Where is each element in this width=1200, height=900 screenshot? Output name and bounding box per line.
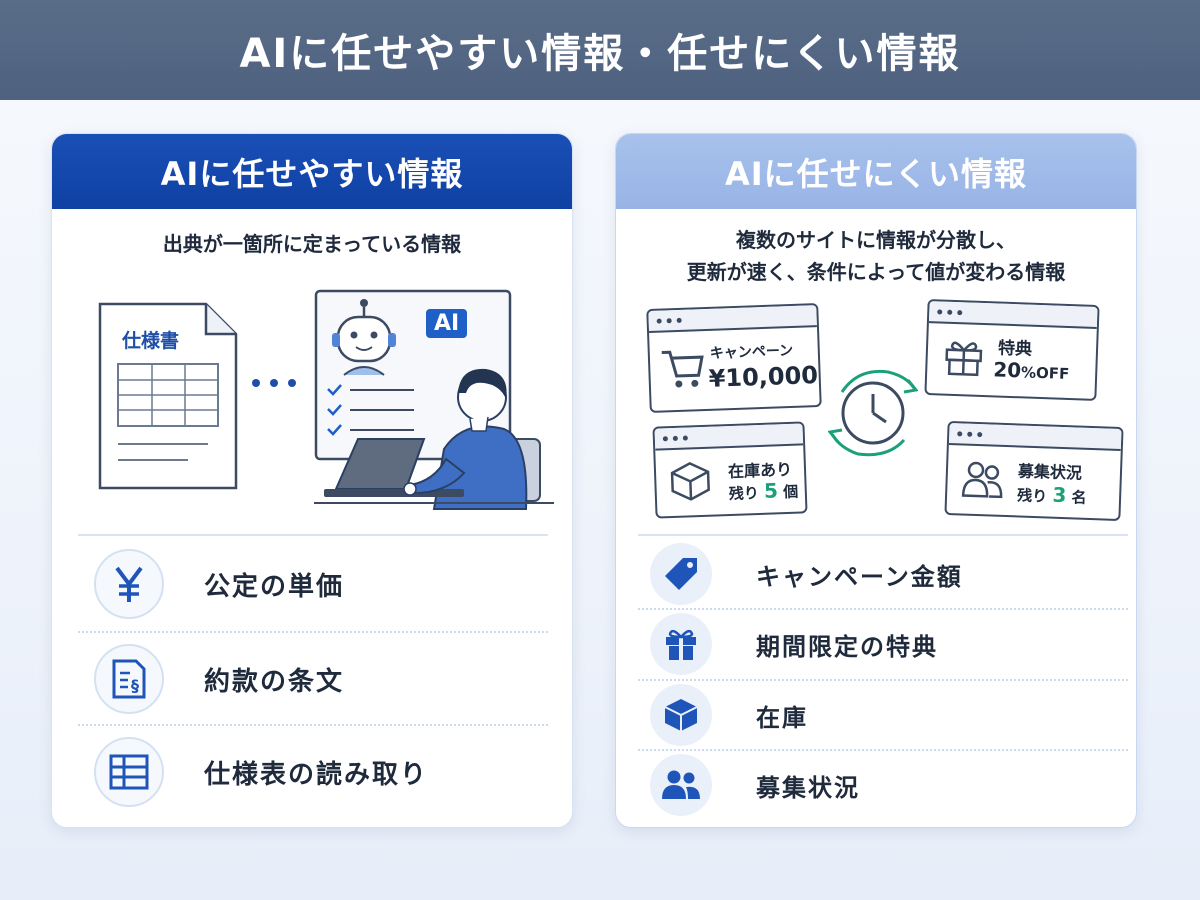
benefit-label: 特典	[997, 338, 1033, 360]
cart-icon	[661, 350, 704, 388]
campaign-label: キャンペーン	[709, 342, 794, 362]
gift-outline-icon	[945, 341, 983, 377]
recruit-unit: 名	[1071, 488, 1087, 507]
box-icon	[650, 684, 712, 746]
document-clause-icon: §	[94, 644, 164, 714]
easy-info-card: AIに任せやすい情報 出典が一箇所に定まっている情報 仕様書	[51, 133, 573, 828]
box-outline-icon	[670, 462, 710, 501]
refresh-clock	[827, 362, 919, 462]
stock-prefix: 残り	[728, 484, 760, 504]
section-divider	[638, 534, 1128, 536]
recruit-window: 募集状況 残り 3 名	[944, 420, 1124, 522]
gift-icon	[650, 613, 712, 675]
benefit-window: 特典 20%OFF	[924, 299, 1100, 401]
ai-badge: AI	[426, 309, 468, 338]
list-item-label: 在庫	[756, 703, 808, 732]
list-item-label: 募集状況	[756, 773, 860, 802]
spec-document-illustration: 仕様書	[98, 302, 238, 490]
list-item-label: 約款の条文	[204, 666, 345, 697]
stock-unit: 個	[782, 482, 799, 502]
recruit-prefix: 残り	[1016, 486, 1048, 506]
list-item-spec-table: 仕様表の読み取り	[78, 726, 548, 818]
page-title: AIに任せやすい情報・任せにくい情報	[239, 31, 961, 77]
clock-refresh-icon	[827, 369, 919, 457]
stock-window: 在庫あり 残り 5 個	[652, 421, 808, 519]
easy-card-heading: AIに任せやすい情報	[52, 134, 572, 209]
hard-info-card: AIに任せにくい情報 複数のサイトに情報が分散し、 更新が速く、条件によって値が…	[615, 133, 1137, 828]
svg-text:§: §	[131, 676, 139, 695]
campaign-window: キャンペーン ¥10,000	[646, 303, 822, 413]
hard-card-subtitle-line1: 複数のサイトに情報が分散し、	[736, 228, 1016, 252]
recruit-label: 募集状況	[1017, 461, 1083, 483]
people-outline-icon	[961, 461, 1003, 499]
list-item-recruitment: 募集状況	[638, 749, 1128, 821]
list-item-official-price: 公定の単価	[78, 538, 548, 630]
list-item-campaign-amount: キャンペーン金額	[638, 538, 1128, 610]
stock-value: 5	[763, 478, 779, 503]
yen-icon	[94, 549, 164, 619]
spec-document-label: 仕様書	[122, 330, 180, 352]
table-icon	[94, 737, 164, 807]
spec-document-icon	[98, 302, 238, 490]
easy-card-subtitle: 出典が一箇所に定まっている情報	[162, 232, 462, 256]
list-item-label: 期間限定の特典	[756, 632, 938, 661]
ellipsis-icon	[252, 379, 296, 387]
price-tag-icon	[650, 543, 712, 605]
recruit-remaining-group: 残り 3 名	[1017, 481, 1087, 507]
benefit-unit: %OFF	[1020, 363, 1070, 384]
section-divider	[78, 534, 548, 536]
benefit-value: 20	[992, 357, 1022, 383]
list-item-stock: 在庫	[638, 679, 1128, 751]
list-item-label: 公定の単価	[204, 571, 345, 602]
ai-screen-person-icon	[314, 289, 554, 510]
list-item-contract-clause: § 約款の条文	[78, 633, 548, 725]
benefit-value-group: 20%OFF	[993, 357, 1070, 384]
dotted-divider	[78, 724, 548, 726]
dotted-divider	[638, 749, 1128, 751]
list-item-label: 仕様表の読み取り	[204, 759, 429, 790]
connector-dots	[250, 374, 300, 387]
campaign-value: ¥10,000	[708, 361, 819, 393]
dotted-divider	[638, 608, 1128, 610]
list-item-label: キャンペーン金額	[756, 562, 963, 591]
stock-remaining-group: 残り 5 個	[728, 478, 799, 504]
page-header: AIに任せやすい情報・任せにくい情報	[0, 0, 1200, 100]
dotted-divider	[78, 631, 548, 633]
list-item-limited-benefit: 期間限定の特典	[638, 608, 1128, 680]
recruit-value: 3	[1052, 482, 1067, 508]
dotted-divider	[638, 679, 1128, 681]
hard-card-heading: AIに任せにくい情報	[616, 134, 1136, 209]
people-icon	[650, 754, 712, 816]
ai-assistant-illustration: AI	[314, 289, 554, 519]
hard-card-subtitle-line2: 更新が速く、条件によって値が変わる情報	[686, 260, 1066, 284]
